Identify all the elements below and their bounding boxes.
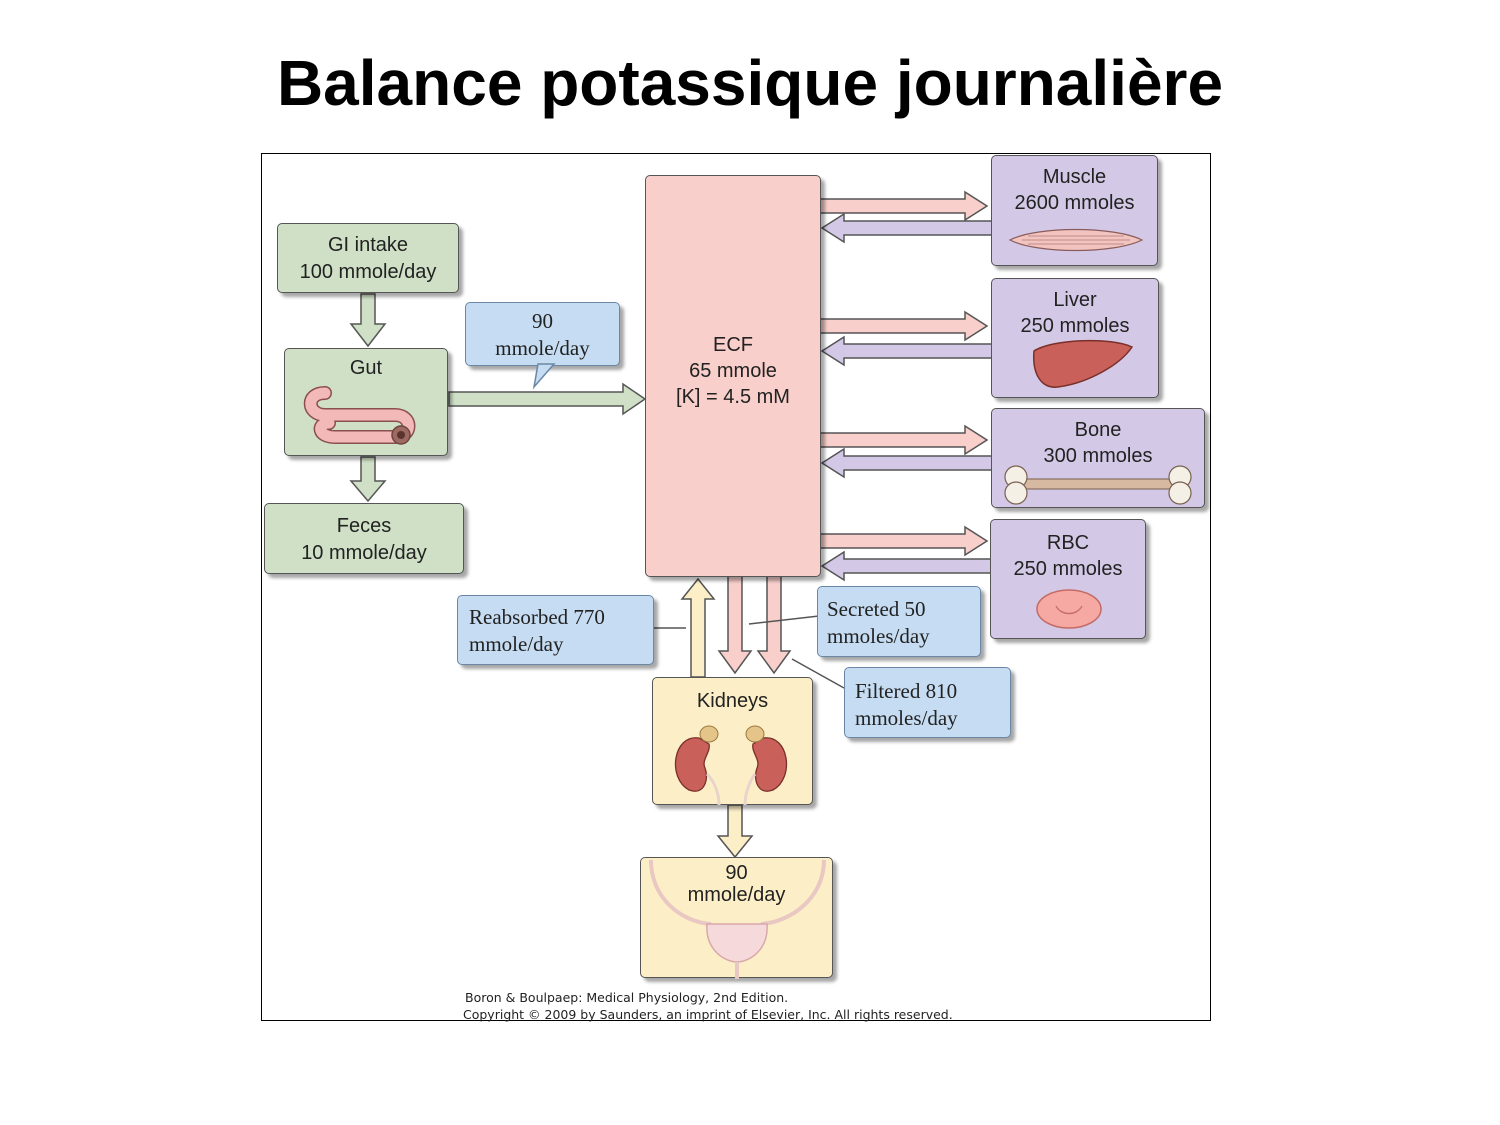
urine-value: 90 bbox=[725, 862, 748, 884]
ecf-label: ECF bbox=[713, 334, 753, 356]
gut-to-ecf-unit: mmole/day bbox=[495, 336, 590, 360]
reabsorbed-value: Reabsorbed 770 bbox=[469, 605, 605, 629]
arrow-rbc-to-ecf bbox=[820, 550, 993, 582]
gut-to-ecf-callout: 90 mmole/day bbox=[465, 302, 620, 366]
filtered-callout: Filtered 810 mmoles/day bbox=[844, 667, 1011, 738]
arrow-ecf-to-muscle bbox=[819, 190, 989, 222]
feces-box: Feces 10 mmole/day bbox=[264, 503, 464, 574]
muscle-box: Muscle 2600 mmoles bbox=[991, 155, 1158, 266]
arrow-liver-to-ecf bbox=[820, 335, 993, 367]
bladder-icon bbox=[649, 859, 826, 979]
gi-intake-box: GI intake 100 mmole/day bbox=[277, 223, 459, 293]
feces-value: 10 mmole/day bbox=[301, 542, 427, 564]
red-blood-cell-icon bbox=[1036, 589, 1102, 629]
kidneys-label: Kidneys bbox=[696, 690, 769, 712]
kidneys-icon bbox=[674, 725, 788, 806]
filtered-unit: mmoles/day bbox=[855, 706, 958, 730]
secreted-unit: mmoles/day bbox=[827, 624, 930, 648]
arrow-kidneys-to-urine bbox=[716, 804, 754, 859]
arrow-secreted bbox=[756, 574, 792, 675]
credit-line-2: Copyright © 2009 by Saunders, an imprint… bbox=[463, 1007, 953, 1022]
arrow-filtered bbox=[717, 574, 753, 675]
arrow-ecf-to-rbc bbox=[819, 525, 989, 557]
urine-unit: mmole/day bbox=[687, 884, 786, 906]
muscle-value: 2600 mmoles bbox=[1014, 192, 1135, 214]
muscle-label: Muscle bbox=[1042, 166, 1107, 188]
feces-label: Feces bbox=[336, 515, 392, 537]
rbc-box: RBC 250 mmoles bbox=[990, 519, 1146, 639]
gut-to-ecf-value: 90 bbox=[532, 309, 553, 333]
gi-intake-value: 100 mmole/day bbox=[299, 261, 437, 283]
bone-box: Bone 300 mmoles bbox=[991, 408, 1205, 508]
potassium-balance-diagram: GI intake 100 mmole/day Gut Feces 10 mmo… bbox=[261, 153, 1211, 1022]
secreted-callout: Secreted 50 mmoles/day bbox=[817, 586, 981, 657]
arrow-ecf-to-bone bbox=[819, 424, 989, 456]
arrow-bone-to-ecf bbox=[820, 447, 993, 479]
gut-box: Gut bbox=[284, 348, 448, 456]
liver-label: Liver bbox=[1053, 289, 1097, 311]
bone-value: 300 mmoles bbox=[1043, 445, 1153, 467]
arrows-layer bbox=[349, 190, 993, 859]
ecf-concentration: [K] = 4.5 mM bbox=[676, 386, 790, 408]
bone-label: Bone bbox=[1074, 419, 1122, 441]
rbc-label: RBC bbox=[1046, 532, 1090, 554]
liver-box: Liver 250 mmoles bbox=[991, 278, 1159, 398]
gi-intake-label: GI intake bbox=[327, 234, 409, 256]
kidneys-box: Kidneys bbox=[652, 677, 813, 806]
arrow-gut-to-feces bbox=[349, 456, 387, 503]
arrow-ecf-to-liver bbox=[819, 310, 989, 342]
urine-box: 90 mmole/day bbox=[640, 857, 833, 979]
ecf-box: ECF 65 mmole [K] = 4.5 mM bbox=[645, 175, 821, 577]
ecf-amount: 65 mmole bbox=[689, 360, 777, 382]
bone-icon bbox=[1004, 465, 1192, 505]
muscle-icon bbox=[1008, 228, 1144, 252]
liver-icon bbox=[1033, 339, 1134, 388]
reabsorbed-unit: mmole/day bbox=[469, 632, 564, 656]
gut-label: Gut bbox=[349, 357, 383, 379]
secreted-value: Secreted 50 bbox=[827, 597, 926, 621]
filtered-value: Filtered 810 bbox=[855, 679, 958, 703]
slide-title: Balance potassique journalière bbox=[276, 47, 1224, 119]
intestine-icon bbox=[303, 386, 416, 445]
arrow-reabsorbed bbox=[680, 577, 716, 678]
credit-line-1: Boron & Boulpaep: Medical Physiology, 2n… bbox=[465, 990, 789, 1005]
arrow-gut-to-ecf bbox=[448, 382, 647, 416]
reabsorbed-callout: Reabsorbed 770 mmole/day bbox=[457, 595, 654, 665]
arrow-muscle-to-ecf bbox=[820, 212, 993, 244]
liver-value: 250 mmoles bbox=[1020, 315, 1130, 337]
rbc-value: 250 mmoles bbox=[1013, 558, 1123, 580]
arrow-gi-to-gut bbox=[349, 293, 387, 348]
